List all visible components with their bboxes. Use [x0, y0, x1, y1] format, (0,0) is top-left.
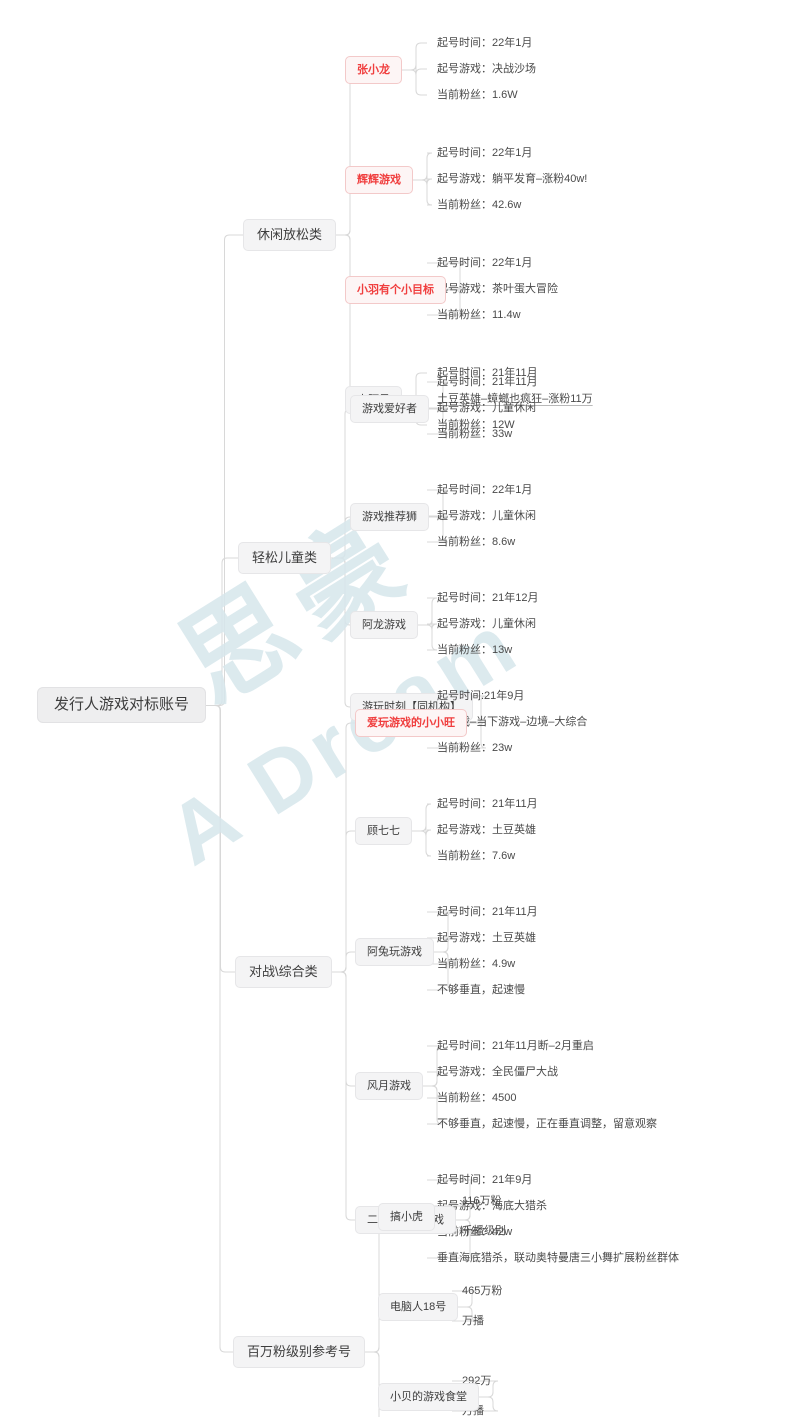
detail-text: 不够垂直，起速慢，正在垂直调整，留意观察 [437, 1118, 657, 1130]
detail-text: 当前粉丝：4500 [437, 1092, 517, 1104]
detail-text: 起号时间：21年12月 [437, 592, 539, 604]
account-node[interactable]: 阿龙游戏 [350, 611, 418, 640]
branch-node-3[interactable]: 对战\综合类 [235, 955, 332, 988]
detail-text: 起号游戏：海底大猎杀 [437, 1200, 547, 1212]
detail-text: 起号时间:21年9月 [437, 690, 525, 702]
detail-text: 当前粉丝：8.6w [437, 536, 516, 548]
detail-text: 起号时间：22年1月 [437, 37, 533, 49]
account-node[interactable]: 游戏爱好者 [350, 395, 429, 424]
detail-text: 起号时间：21年11月 [437, 376, 538, 388]
account-node[interactable]: 辉辉游戏 [345, 166, 413, 195]
detail-text: 起号时间：21年11月 [437, 367, 538, 379]
account-node[interactable]: 电脑人18号 [378, 1293, 459, 1322]
detail-text: 小游戏–当下游戏–边境–大综合 [437, 716, 588, 728]
detail-text: 土豆英雄–蟑螂也疯狂–涨粉11万 [437, 393, 593, 405]
detail-text: 起号游戏：儿童休闲 [437, 618, 536, 630]
branch-node-2[interactable]: 轻松儿童类 [238, 542, 332, 575]
detail-text: 当前粉丝：42.6w [437, 199, 522, 211]
detail-text: 起号游戏：土豆英雄 [437, 824, 536, 836]
detail-text: 当前粉丝：1.6W [437, 89, 518, 101]
detail-text: 起号时间：22年1月 [437, 147, 533, 159]
detail-text: 起号游戏：茶叶蛋大冒险 [437, 283, 558, 295]
account-node[interactable]: 阿兔玩游戏 [355, 938, 434, 967]
detail-text: 起号游戏：决战沙场 [437, 63, 536, 75]
detail-text: 116万粉 [462, 1195, 502, 1207]
branch-node-1[interactable]: 休闲放松类 [243, 219, 337, 252]
detail-text: 起号游戏：儿童休闲 [437, 402, 536, 414]
detail-text: 当前粉丝：33w [437, 428, 513, 440]
detail-text: 当前粉丝：11.4w [437, 309, 521, 321]
detail-text: 465万粉 [462, 1285, 503, 1297]
detail-text: 起号时间：21年11月 [437, 906, 538, 918]
account-node[interactable]: 顾七七 [355, 817, 412, 846]
detail-text: 千播级别 [462, 1225, 506, 1237]
detail-text: 万播 [462, 1315, 484, 1327]
account-node[interactable]: 风月游戏 [355, 1072, 423, 1101]
detail-text: 起号时间：22年1月 [437, 484, 533, 496]
account-node[interactable]: 小羽有个小目标 [345, 276, 446, 305]
detail-text: 不够垂直，起速慢 [437, 984, 525, 996]
detail-text: 起号游戏：土豆英雄 [437, 932, 536, 944]
detail-text: 起号时间：21年11月 [437, 798, 538, 810]
account-node[interactable]: 游戏推荐狮 [350, 503, 429, 532]
detail-text: 当前粉丝：7.6w [437, 850, 516, 862]
detail-text: 垂直海底猎杀，联动奥特曼唐三小舞扩展粉丝群体 [437, 1252, 679, 1264]
account-node[interactable]: 搞小虎 [378, 1203, 435, 1232]
detail-text: 起号游戏：躺平发育–涨粉40w! [437, 173, 588, 185]
account-node[interactable]: 小贝的游戏食堂 [378, 1383, 479, 1412]
detail-text: 当前粉丝：4.9w [437, 958, 516, 970]
detail-text: 当前粉丝：23w [437, 742, 513, 754]
branch-node-4[interactable]: 百万粉级别参考号 [233, 1336, 366, 1369]
detail-text: 当前粉丝：13w [437, 644, 513, 656]
detail-text: 起号游戏：全民僵尸大战 [437, 1066, 558, 1078]
root-node[interactable]: 发行人游戏对标账号 [37, 686, 207, 723]
account-node[interactable]: 张小龙 [345, 56, 402, 85]
detail-text: 起号时间：21年9月 [437, 1174, 533, 1186]
account-node[interactable]: 爱玩游戏的小小旺 [355, 709, 467, 738]
detail-text: 起号游戏：儿童休闲 [437, 510, 536, 522]
detail-text: 当前粉丝：12W [437, 419, 515, 431]
detail-text: 起号时间：22年1月 [437, 257, 533, 269]
detail-text: 起号时间：21年11月断–2月重启 [437, 1040, 594, 1052]
